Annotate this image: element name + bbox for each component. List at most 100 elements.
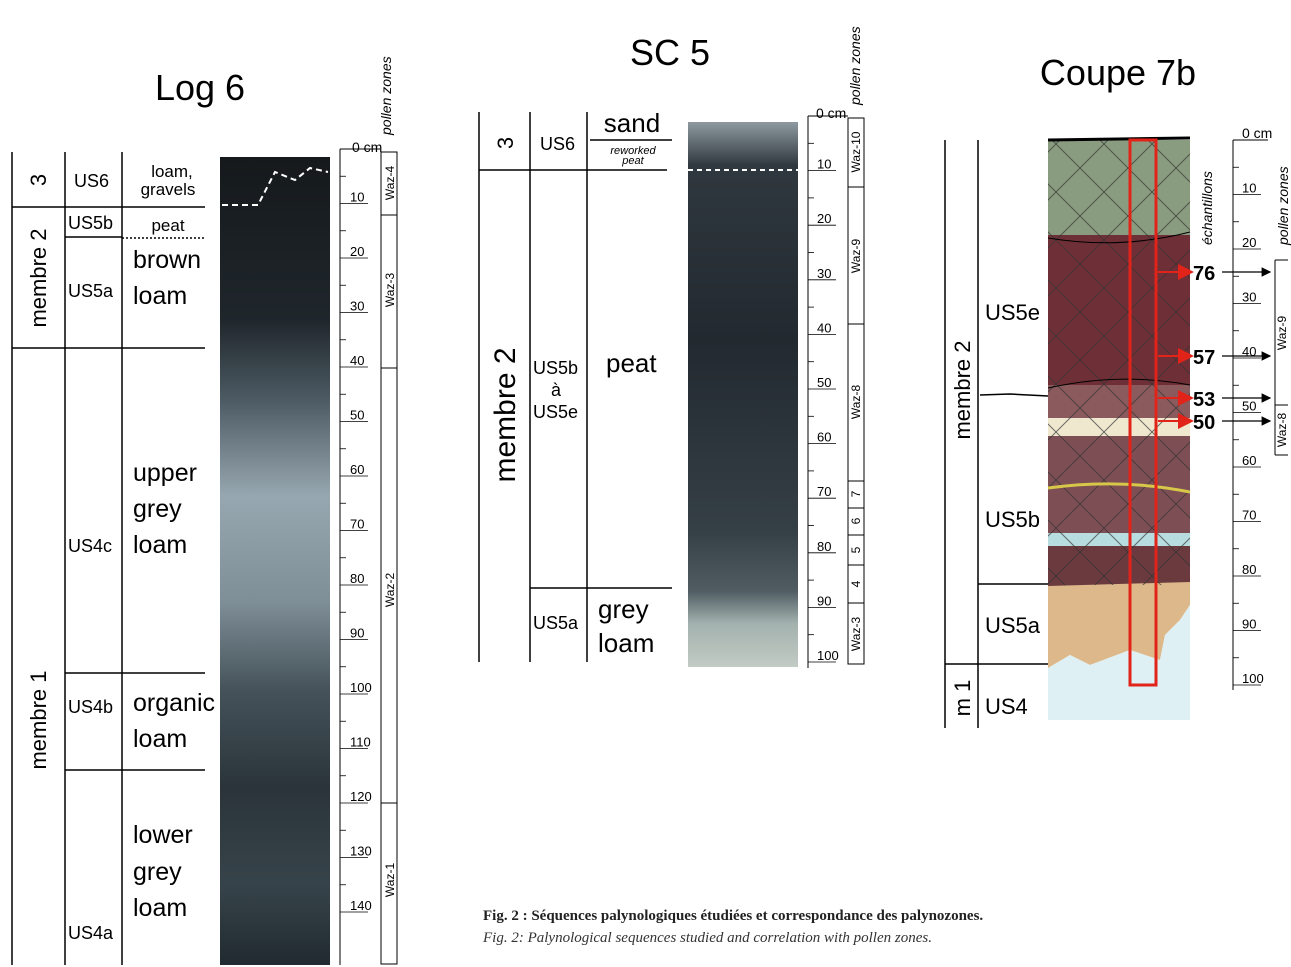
scale-tick-label: 90 [350,626,364,641]
scale-tick-label: 70 [350,517,364,532]
log6-zone-waz3: Waz-3 [383,273,397,308]
sc5-zone-waz10: Waz-10 [849,131,863,172]
scale-tick-label: 10 [350,190,364,205]
sc5-litho-reworked-peat: peat [621,155,644,167]
scale-tick-label: 10 [1242,181,1256,196]
sc5-panel: SC 5 3 membre 2 US6 US5b à US5e US5a san… [478,26,865,668]
log6-unit-membre2: membre 2 [26,228,51,327]
log6-zone-bar [380,151,398,965]
sc5-us5b: US5b [533,358,578,378]
log6-us6: US6 [74,171,109,191]
coupe7b-zone-waz8: Waz-8 [1275,413,1289,448]
coupe7b-us5e: US5e [985,300,1040,325]
scale-tick-label: 70 [1242,508,1256,523]
scale-tick-label: 30 [817,266,831,281]
scale-tick-label: 20 [1242,235,1256,250]
sc5-unit-3: 3 [493,137,518,149]
sc5-zone-5: 5 [849,546,863,553]
sc5-us6: US6 [540,134,575,154]
sc5-zone-6: 6 [849,517,863,524]
scale-tick-label: 70 [817,484,831,499]
scale-tick-label: 50 [1242,399,1256,414]
coupe7b-zones-header: pollen zones [1275,166,1291,246]
scale-tick-label: 30 [350,299,364,314]
log6-litho-4b: loam [133,725,187,753]
sc5-litho-grey: grey [598,594,649,624]
log6-litho-0a: loam, [151,162,193,181]
scale-tick-label: 60 [1242,453,1256,468]
coupe7b-zone-waz9: Waz-9 [1275,316,1289,351]
scale-tick-label: 60 [350,462,364,477]
scale-tick-label: 60 [817,430,831,445]
log6-litho-5c: loam [133,894,187,922]
log6-litho-5b: grey [133,858,182,886]
sc5-grid [478,112,672,662]
scale-tick-label: 100 [1242,671,1264,686]
sc5-zone-waz8: Waz-8 [849,385,863,420]
sc5-zone-waz3: Waz-3 [849,617,863,652]
scale-tick-label: 80 [817,539,831,554]
scale-tick-label: 40 [817,320,831,335]
log6-scale-unit: 0 cm [352,139,382,155]
scale-tick-label: 30 [1242,290,1256,305]
sc5-zone-waz9: Waz-9 [849,239,863,274]
log6-unit-3: 3 [26,174,51,186]
coupe7b-panel: Coupe 7b membre 2 m 1 US5e US5b US5a US4 [944,52,1291,728]
scale-tick-label: 120 [350,789,372,804]
log6-us4a: US4a [68,923,114,943]
log6-us4c: US4c [68,536,112,556]
scale-tick-label: 50 [350,408,364,423]
scale-tick-label: 100 [350,680,372,695]
scale-tick-label: 20 [817,211,831,226]
scale-tick-label: 140 [350,898,372,913]
sc5-zone-4: 4 [849,580,863,587]
log6-unit-membre1: membre 1 [26,670,51,769]
log6-boundary-dashes [222,166,329,206]
scale-tick-label: 110 [350,735,371,750]
coupe7b-sample-53: 53 [1193,389,1215,411]
scale-tick-label: 100 [817,648,839,663]
coupe7b-samples-header: échantillons [1199,171,1215,245]
caption-french: Fig. 2 : Séquences palynologiques étudié… [483,908,984,924]
coupe7b-unit-m1: m 1 [950,680,975,717]
coupe7b-sample-column [1128,138,1158,687]
scale-tick-label: 40 [350,353,364,368]
scale-tick-label: 80 [1242,562,1256,577]
log6-core-photo [220,157,330,965]
log6-litho-4a: organic [133,689,215,717]
sc5-zones-header: pollen zones [847,26,863,106]
coupe7b-us4: US4 [985,694,1028,719]
log6-litho-3b: grey [133,495,182,523]
scale-tick-label: 130 [350,844,372,859]
log6-litho-3c: loam [133,531,187,559]
log6-litho-5a: lower [133,821,193,849]
log6-litho-1: peat [151,216,184,235]
log6-panel: Log 6 3 membre 2 membre 1 US6 US5b US5a … [11,56,398,965]
coupe7b-scale-ticks: 10 20 30 40 50 60 70 80 90 100 [1233,166,1264,686]
scale-tick-label: 90 [1242,617,1256,632]
coupe7b-scale-unit: 0 cm [1242,125,1272,141]
coupe7b-title: Coupe 7b [1040,52,1196,93]
sc5-litho-loam: loam [598,628,654,658]
sc5-unit-membre2: membre 2 [489,347,522,482]
coupe7b-sample-arrows [1158,264,1272,429]
coupe7b-unit-membre2: membre 2 [950,340,975,439]
log6-zone-waz2: Waz-2 [383,573,397,608]
sc5-us5e: US5e [533,402,578,422]
coupe7b-sample-76: 76 [1193,263,1215,285]
scale-tick-label: 50 [817,375,831,390]
sc5-litho-reworked: reworked [610,145,656,157]
sc5-core-photo [688,122,798,667]
log6-litho-3a: upper [133,459,197,487]
sc5-litho-sand: sand [604,108,660,138]
sc5-scale-unit: 0 cm [816,105,846,121]
scale-tick-label: 80 [350,571,364,586]
scale-tick-label: 40 [1242,344,1256,359]
coupe7b-us5a: US5a [985,613,1041,638]
log6-zones-header: pollen zones [378,56,394,136]
log6-litho-2a: brown [133,246,201,274]
coupe7b-sample-57: 57 [1193,347,1215,369]
